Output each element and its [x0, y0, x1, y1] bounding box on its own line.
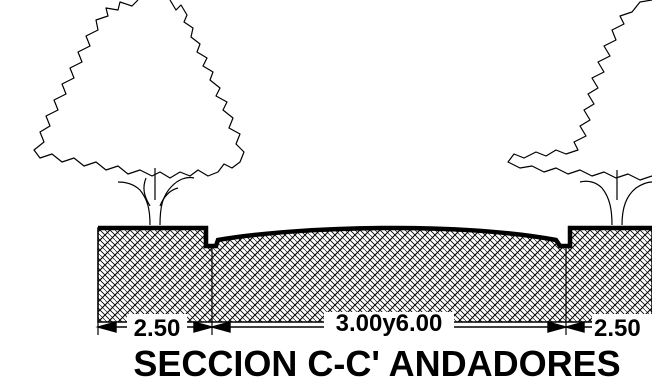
- dim-label-right-bg: [592, 314, 652, 340]
- extension-lines: [97, 228, 567, 335]
- dim-label-roadway-bg: [324, 312, 454, 336]
- dim-label-left-bg: [127, 314, 187, 340]
- right-tree-icon: [507, 0, 652, 226]
- dimension-line: [95, 321, 652, 333]
- dim-label-roadway: 3.00y6.00: [336, 310, 443, 337]
- dim-label-left-sidewalk: 2.50: [134, 315, 181, 342]
- drawing-title: SECCION C-C' ANDADORES: [133, 343, 620, 380]
- left-tree-icon: [33, 0, 245, 226]
- pavement-surface: [98, 225, 652, 249]
- dim-label-right-sidewalk: 2.50: [594, 315, 641, 342]
